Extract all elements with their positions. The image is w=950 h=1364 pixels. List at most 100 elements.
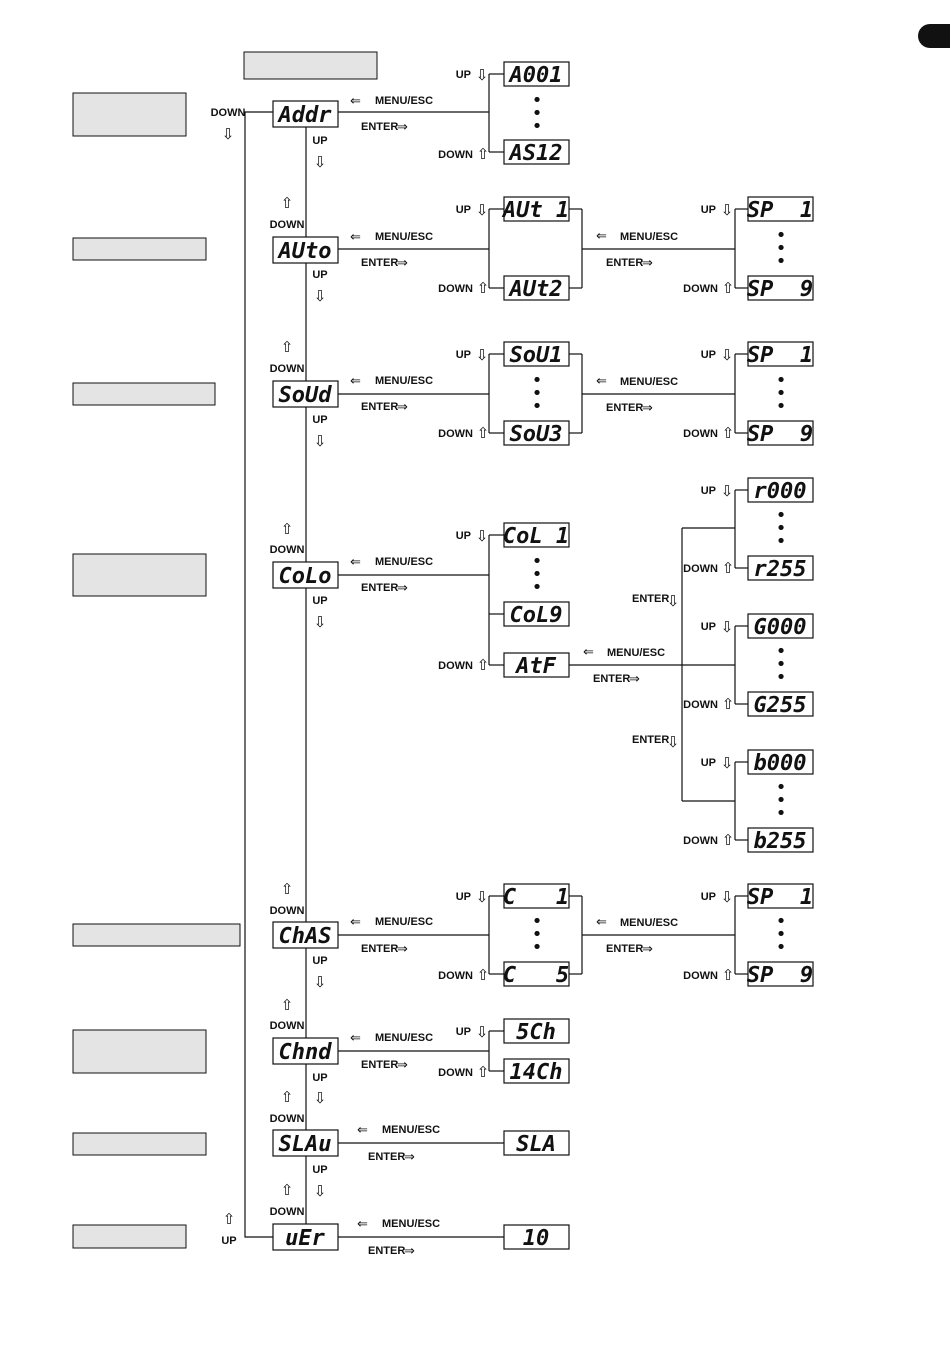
svg-text:ENTER: ENTER: [361, 582, 398, 594]
sub-menu-chas: C 1 C 5: [503, 883, 570, 988]
svg-text:•: •: [776, 396, 787, 417]
svg-text:DOWN: DOWN: [438, 149, 473, 161]
svg-text:ENTER: ENTER: [368, 1245, 405, 1257]
svg-text:•: •: [776, 370, 787, 391]
svg-text:⇒: ⇒: [642, 401, 653, 416]
lcd-value: AUt 1: [501, 198, 569, 223]
svg-text:•: •: [532, 90, 543, 111]
svg-text:•: •: [776, 225, 787, 246]
lcd-value: SoU3: [510, 422, 563, 447]
svg-text:DOWN: DOWN: [270, 363, 305, 375]
svg-text:⇒: ⇒: [642, 256, 653, 271]
sub-menu-slau: SLA: [503, 1130, 570, 1157]
svg-text:MENU/ESC: MENU/ESC: [620, 917, 678, 929]
lcd-value: G000: [754, 615, 807, 640]
svg-text:⇩: ⇩: [476, 527, 489, 545]
description-box-auto: [72, 237, 207, 261]
svg-text:⇧: ⇧: [477, 424, 490, 442]
svg-text:⇩: ⇩: [314, 153, 327, 171]
main-menu-chas: ChAS: [272, 921, 339, 949]
lcd-value: CoL 1: [503, 524, 569, 549]
svg-text:•: •: [532, 924, 543, 945]
svg-text:⇩: ⇩: [476, 888, 489, 906]
svg-text:⇩: ⇩: [314, 973, 327, 991]
lcd-value: SoU1: [510, 343, 563, 368]
svg-text:DOWN: DOWN: [683, 835, 718, 847]
svg-text:DOWN: DOWN: [438, 970, 473, 982]
svg-text:UP: UP: [456, 349, 471, 361]
svg-text:MENU/ESC: MENU/ESC: [382, 1124, 440, 1136]
sub-menu-addr: A001 AS12: [503, 61, 570, 166]
svg-text:•: •: [776, 251, 787, 272]
svg-text:•: •: [776, 654, 787, 675]
svg-text:⇐: ⇐: [596, 915, 607, 930]
svg-text:⇧: ⇧: [722, 831, 735, 849]
main-menu-soud: SoUd: [272, 380, 339, 408]
description-box-colo: [72, 553, 207, 597]
svg-text:DOWN: DOWN: [683, 428, 718, 440]
svg-text:MENU/ESC: MENU/ESC: [620, 376, 678, 388]
ellipsis-dots: • • • • • • • • • • • • • • • • • • • • …: [532, 90, 787, 958]
svg-text:•: •: [532, 103, 543, 124]
svg-text:•: •: [532, 370, 543, 391]
svg-text:•: •: [776, 641, 787, 662]
svg-text:ENTER: ENTER: [361, 1059, 398, 1071]
svg-text:⇩: ⇩: [476, 201, 489, 219]
svg-text:DOWN: DOWN: [270, 1113, 305, 1125]
lcd-value: SP 9: [747, 422, 813, 447]
svg-text:•: •: [532, 577, 543, 598]
svg-text:ENTER: ENTER: [361, 121, 398, 133]
svg-text:UP: UP: [312, 1164, 327, 1176]
lcd-value: SLA: [516, 1132, 556, 1157]
description-box-slau: [72, 1132, 207, 1156]
loop-up-label: UP: [221, 1235, 236, 1247]
svg-text:•: •: [776, 383, 787, 404]
lcd-value: 5Ch: [516, 1020, 556, 1045]
main-menu-display: SoUd: [279, 383, 333, 408]
svg-text:⇩: ⇩: [721, 201, 734, 219]
svg-text:•: •: [532, 564, 543, 585]
svg-text:•: •: [776, 238, 787, 259]
svg-text:•: •: [776, 911, 787, 932]
svg-text:⇧: ⇧: [722, 424, 735, 442]
svg-text:DOWN: DOWN: [438, 1067, 473, 1079]
svg-text:ENTER: ENTER: [361, 401, 398, 413]
svg-text:DOWN: DOWN: [270, 219, 305, 231]
svg-text:DOWN: DOWN: [438, 660, 473, 672]
lcd-value: r000: [754, 479, 807, 504]
rgb-menu-blue: b000 b255: [747, 749, 814, 854]
svg-text:UP: UP: [312, 595, 327, 607]
svg-text:⇩: ⇩: [721, 754, 734, 772]
svg-text:UP: UP: [456, 1026, 471, 1038]
svg-text:⇧: ⇧: [477, 656, 490, 674]
svg-text:⇩: ⇩: [314, 287, 327, 305]
svg-text:UP: UP: [456, 69, 471, 81]
spine-labels: UP ⇩ ⇧ DOWN UP ⇩ ⇧ DOWN UP ⇩ ⇧ DOWN UP ⇩…: [270, 135, 328, 1218]
svg-text:DOWN: DOWN: [683, 970, 718, 982]
svg-text:⇐: ⇐: [350, 94, 361, 109]
svg-text:⇩: ⇩: [314, 1089, 327, 1107]
svg-text:⇩: ⇩: [667, 733, 680, 751]
svg-text:UP: UP: [312, 1072, 327, 1084]
lcd-value: b000: [754, 751, 807, 776]
arrow-up-icon: ⇧: [223, 1210, 236, 1228]
svg-text:•: •: [532, 116, 543, 137]
svg-text:•: •: [776, 777, 787, 798]
svg-text:⇩: ⇩: [476, 346, 489, 364]
svg-text:⇒: ⇒: [397, 120, 408, 135]
lcd-value: SP 1: [747, 885, 813, 910]
svg-text:⇩: ⇩: [314, 432, 327, 450]
svg-text:•: •: [532, 937, 543, 958]
svg-text:⇩: ⇩: [314, 1182, 327, 1200]
main-menu-colo: CoLo: [272, 561, 339, 589]
main-menu-addr: Addr: [272, 100, 339, 128]
main-menu-ver: uEr: [272, 1223, 339, 1251]
lcd-value: C 1: [503, 885, 569, 910]
svg-text:MENU/ESC: MENU/ESC: [375, 1032, 433, 1044]
description-box-chas: [72, 923, 241, 947]
svg-text:⇩: ⇩: [721, 888, 734, 906]
lcd-value: AtF: [514, 654, 556, 679]
main-menu-display: ChAS: [279, 924, 332, 949]
svg-text:⇧: ⇧: [722, 279, 735, 297]
speed-menu-soud: SP 1 SP 9: [747, 341, 814, 447]
